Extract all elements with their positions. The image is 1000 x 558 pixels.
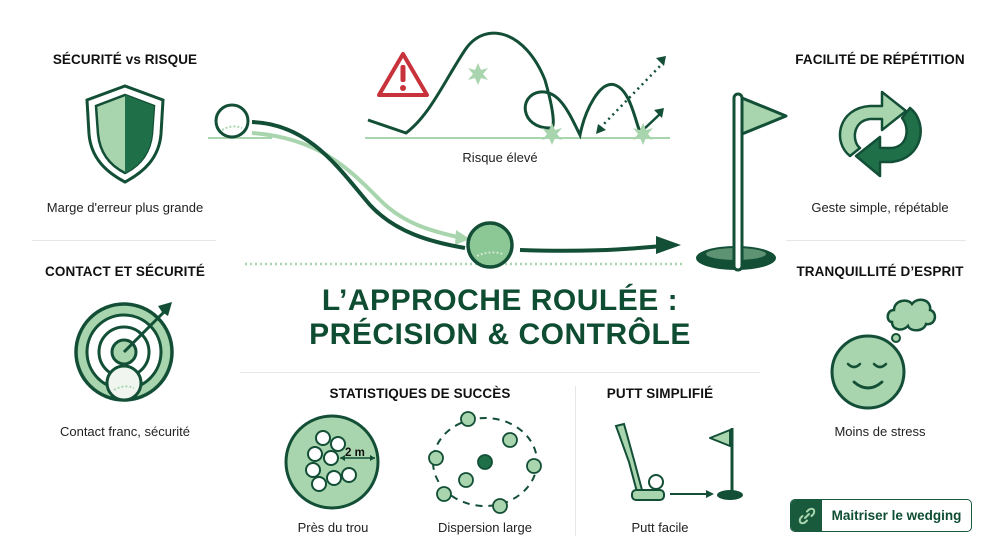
link-icon <box>798 507 815 524</box>
divider <box>32 240 216 241</box>
caption-geste-simple: Geste simple, répétable <box>811 200 949 215</box>
repeat-arrows-icon <box>838 90 922 178</box>
caption-putt-facile: Putt facile <box>631 520 689 535</box>
caption-dispersion-large: Dispersion large <box>438 520 532 535</box>
heading-securite-vs-risque: SÉCURITÉ vs RISQUE <box>52 52 198 67</box>
putter-flag-icon <box>614 422 743 501</box>
flag-hole-icon <box>696 92 788 272</box>
warning-icon <box>377 52 429 97</box>
shield-icon <box>85 84 165 184</box>
calm-face-icon <box>830 298 937 410</box>
near-hole-cluster-icon <box>284 414 380 510</box>
heading-tranquillite: TRANQUILLITÉ D’ESPRIT <box>796 264 964 279</box>
maitriser-wedging-label: Maitriser le wedging <box>831 508 962 523</box>
caption-contact-franc: Contact franc, sécurité <box>59 424 191 439</box>
target-icon <box>74 302 174 402</box>
caption-marge-erreur: Marge d'erreur plus grande <box>46 200 204 215</box>
divider <box>786 240 966 241</box>
maitriser-wedging-button[interactable]: Maitriser le wedging <box>790 499 972 532</box>
risk-label: Risque élevé <box>462 150 538 165</box>
link-icon-container <box>791 500 822 531</box>
heading-statistiques: STATISTIQUES DE SUCCÈS <box>329 386 511 401</box>
heading-facilite-repetition: FACILITÉ DE RÉPÉTITION <box>795 52 965 67</box>
dispersion-icon <box>428 411 542 514</box>
title-line-2: PRÉCISION & CONTRÔLE <box>309 318 691 351</box>
heading-putt-simplifie: PUTT SIMPLIFIÉ <box>606 386 714 401</box>
divider <box>575 386 576 536</box>
radius-label: 2 m <box>345 447 365 459</box>
page-title: L’APPROCHE ROULÉE : PRÉCISION & CONTRÔLE <box>240 284 760 352</box>
caption-pres-du-trou: Près du trou <box>297 520 369 535</box>
title-line-1: L’APPROCHE ROULÉE : <box>321 284 679 317</box>
trajectory-diagram <box>208 31 685 269</box>
caption-moins-de-stress: Moins de stress <box>834 424 926 439</box>
heading-contact-securite: CONTACT ET SÉCURITÉ <box>45 264 205 279</box>
divider <box>240 372 760 373</box>
